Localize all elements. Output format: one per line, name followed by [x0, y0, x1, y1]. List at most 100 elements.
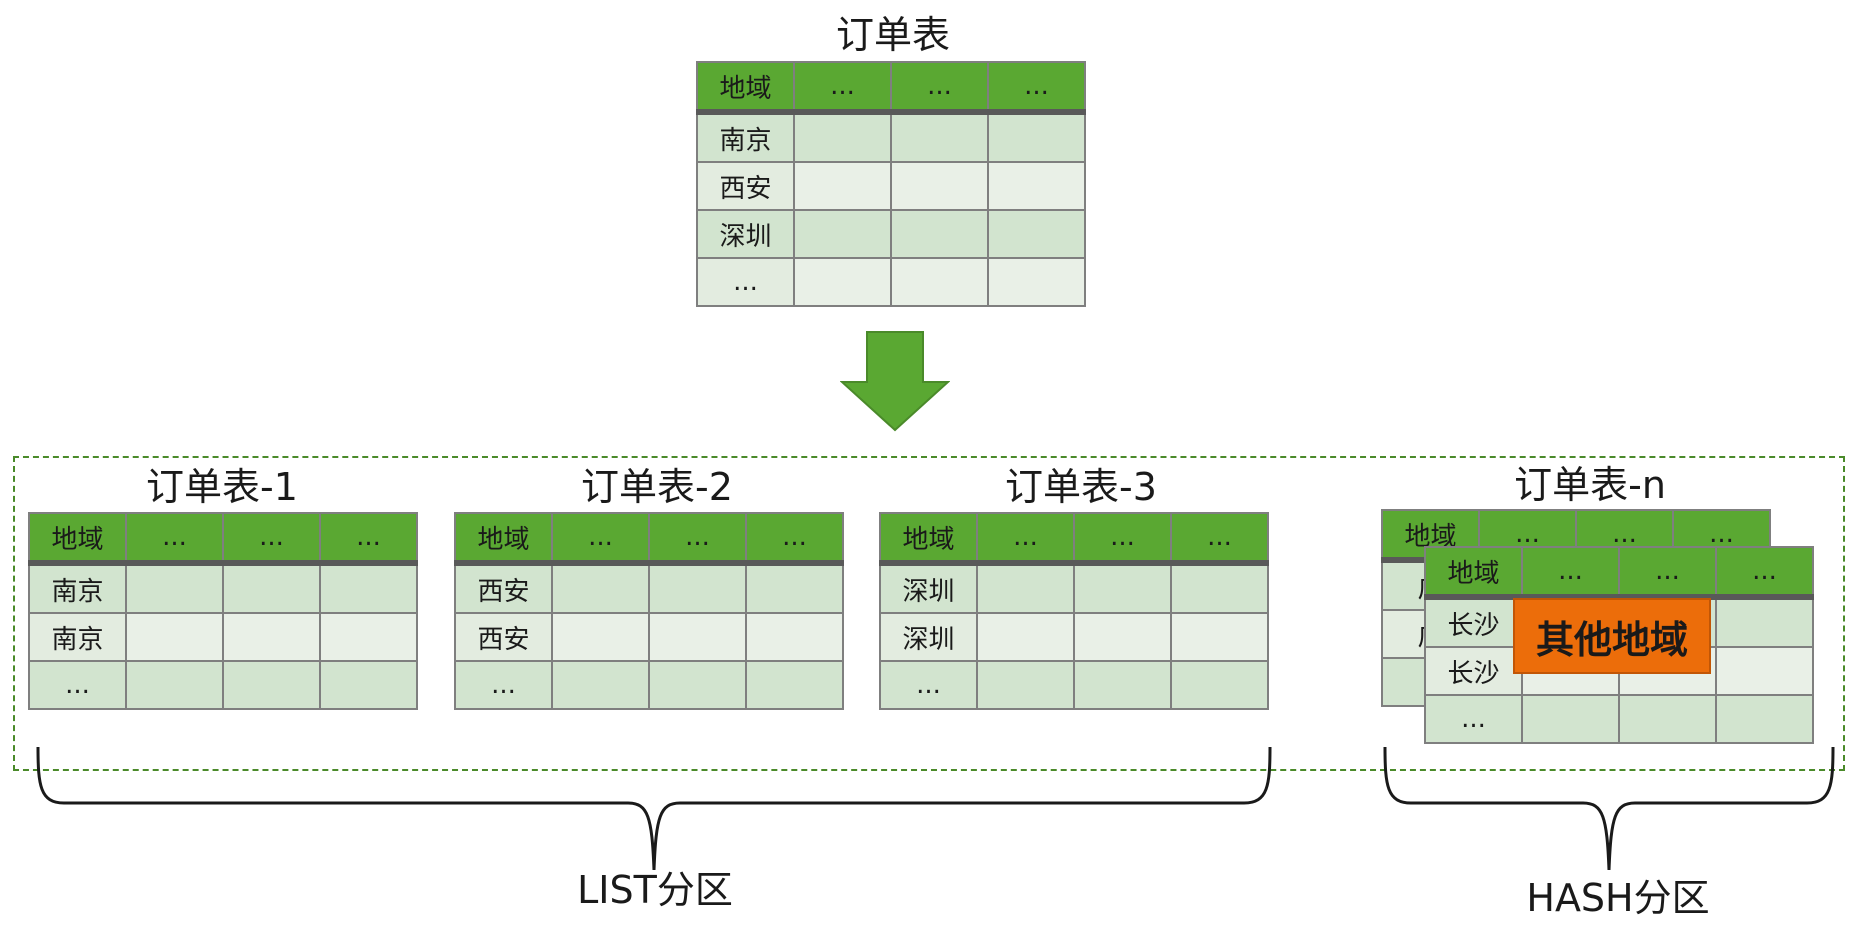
- header-cell: 地域: [28, 512, 127, 566]
- table-cell: [890, 111, 989, 163]
- region-cell: 西安: [696, 161, 795, 211]
- table-cell: [1618, 694, 1717, 744]
- table-cell: [222, 562, 321, 614]
- table-cell: [793, 209, 892, 259]
- partition-table: 地域 ... ... ... 深圳 深圳 ...: [879, 512, 1269, 710]
- table-row: ...: [879, 660, 1269, 710]
- main-table-title: 订单表: [835, 13, 951, 57]
- header-cell: ...: [319, 512, 418, 566]
- region-cell: 西安: [454, 612, 553, 662]
- table-row: 南京: [696, 111, 1086, 163]
- table-cell: [987, 161, 1086, 211]
- header-cell: ...: [1521, 546, 1620, 600]
- region-cell: ...: [696, 257, 795, 307]
- table-header-row: 地域 ... ... ...: [696, 61, 1086, 115]
- region-cell: 长沙: [1424, 646, 1523, 696]
- hash-partition-label: HASH分区: [1526, 876, 1710, 920]
- header-cell: 地域: [879, 512, 978, 566]
- region-cell: 南京: [696, 111, 795, 163]
- header-cell: 地域: [1424, 546, 1523, 600]
- table-cell: [890, 209, 989, 259]
- table-cell: [222, 612, 321, 662]
- region-cell: 深圳: [879, 612, 978, 662]
- table-row: ...: [1424, 694, 1814, 744]
- region-cell: 长沙: [1424, 596, 1523, 648]
- hash-partition-bracket: [1383, 746, 1835, 871]
- table-cell: [648, 660, 747, 710]
- table-cell: [745, 562, 844, 614]
- header-cell: ...: [222, 512, 321, 566]
- table-row: 南京: [28, 612, 418, 662]
- table-cell: [793, 111, 892, 163]
- table-cell: [551, 562, 650, 614]
- table-cell: [793, 257, 892, 307]
- table-cell: [890, 257, 989, 307]
- table-row: 南京: [28, 562, 418, 614]
- table-header-row: 地域 ... ... ...: [1424, 546, 1814, 600]
- region-cell: 深圳: [879, 562, 978, 614]
- header-cell: ...: [1170, 512, 1269, 566]
- region-cell: ...: [879, 660, 978, 710]
- table-cell: [976, 612, 1075, 662]
- table-cell: [987, 209, 1086, 259]
- table-row: ...: [28, 660, 418, 710]
- region-cell: ...: [454, 660, 553, 710]
- table-cell: [1073, 660, 1172, 710]
- table-cell: [987, 257, 1086, 307]
- header-cell: ...: [1073, 512, 1172, 566]
- partition-title: 订单表-3: [1005, 465, 1157, 509]
- partition-table: 地域 ... ... ... 西安 西安 ...: [454, 512, 844, 710]
- list-partition-label: LIST分区: [577, 868, 733, 912]
- down-arrow-icon: [840, 331, 950, 432]
- table-row: 深圳: [696, 209, 1086, 259]
- table-header-row: 地域 ... ... ...: [454, 512, 844, 566]
- table-row: 西安: [696, 161, 1086, 211]
- header-cell: ...: [976, 512, 1075, 566]
- table-cell: [1521, 694, 1620, 744]
- table-row: 深圳: [879, 612, 1269, 662]
- table-cell: [1170, 562, 1269, 614]
- partition-table: 地域 ... ... ... 南京 南京 ...: [28, 512, 418, 710]
- table-cell: [1715, 596, 1814, 648]
- table-cell: [551, 660, 650, 710]
- table-cell: [987, 111, 1086, 163]
- header-cell: ...: [745, 512, 844, 566]
- region-cell: ...: [1424, 694, 1523, 744]
- partition-title: 订单表-2: [581, 465, 733, 509]
- table-cell: [745, 660, 844, 710]
- table-cell: [745, 612, 844, 662]
- table-cell: [319, 660, 418, 710]
- other-regions-badge: 其他地域: [1513, 598, 1711, 674]
- table-cell: [976, 562, 1075, 614]
- region-cell: 南京: [28, 562, 127, 614]
- header-cell: ...: [125, 512, 224, 566]
- table-cell: [648, 562, 747, 614]
- table-header-row: 地域 ... ... ...: [28, 512, 418, 566]
- table-cell: [1073, 612, 1172, 662]
- table-header-row: 地域 ... ... ...: [879, 512, 1269, 566]
- partition-container: [13, 456, 1845, 771]
- table-row: 西安: [454, 612, 844, 662]
- header-cell: ...: [890, 61, 989, 115]
- region-cell: 西安: [454, 562, 553, 614]
- table-row: ...: [696, 257, 1086, 307]
- table-cell: [648, 612, 747, 662]
- table-cell: [319, 562, 418, 614]
- table-cell: [222, 660, 321, 710]
- header-cell: 地域: [454, 512, 553, 566]
- table-cell: [125, 562, 224, 614]
- table-cell: [1715, 694, 1814, 744]
- region-cell: ...: [28, 660, 127, 710]
- header-cell: ...: [1715, 546, 1814, 600]
- partition-title: 订单表-1: [146, 465, 298, 509]
- table-row: ...: [454, 660, 844, 710]
- region-cell: 南京: [28, 612, 127, 662]
- region-cell: 深圳: [696, 209, 795, 259]
- header-cell: ...: [987, 61, 1086, 115]
- table-row: 西安: [454, 562, 844, 614]
- hash-partition-title: 订单表-n: [1514, 463, 1666, 507]
- header-cell: 地域: [696, 61, 795, 115]
- table-cell: [1170, 612, 1269, 662]
- table-row: 深圳: [879, 562, 1269, 614]
- list-partition-bracket: [36, 746, 1272, 871]
